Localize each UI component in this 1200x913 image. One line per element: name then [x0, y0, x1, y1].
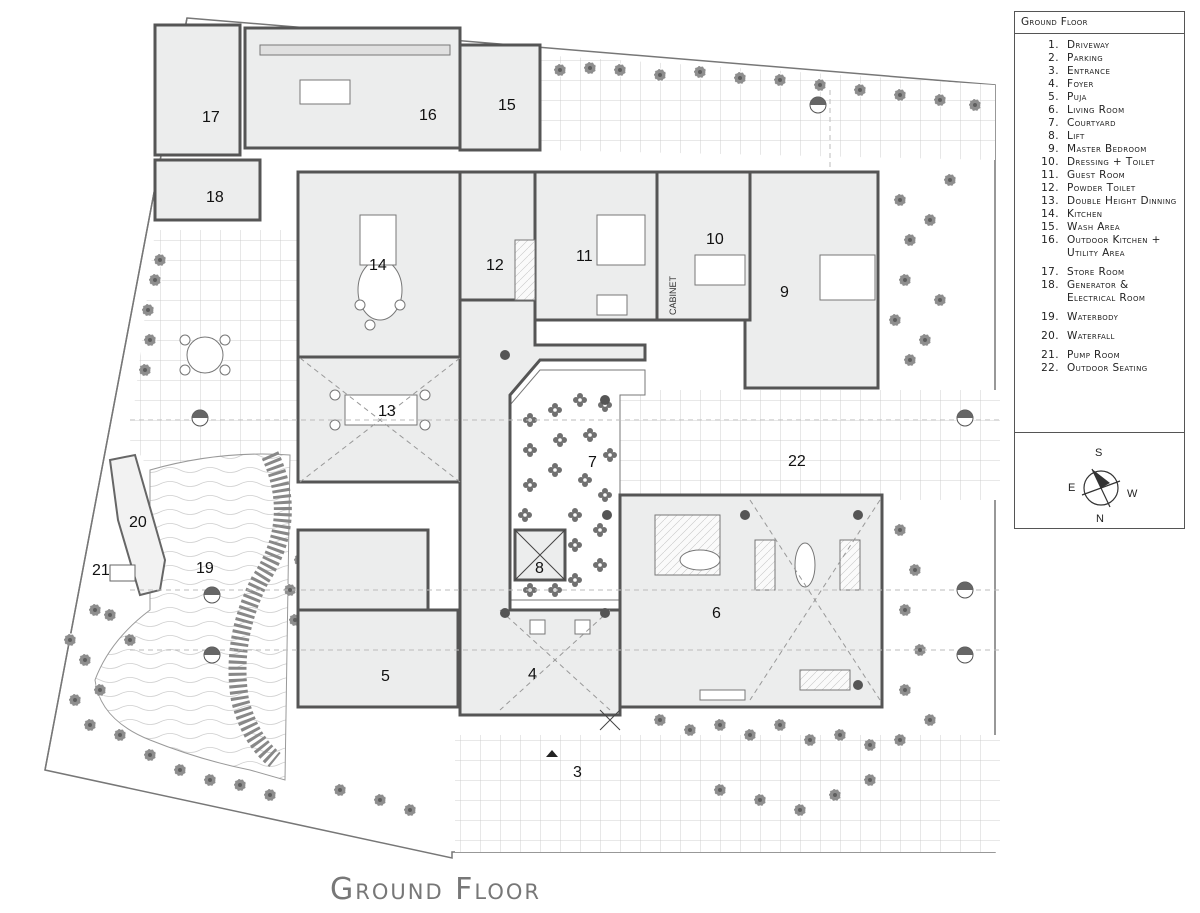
- legend-title: Ground Floor: [1015, 12, 1184, 34]
- fixtures: [179, 44, 876, 701]
- pump-room: [109, 564, 136, 582]
- label-10: 10: [706, 231, 724, 248]
- cabinet-text: CABINET: [668, 275, 678, 315]
- label-9: 9: [780, 284, 789, 301]
- label-4: 4: [528, 666, 537, 683]
- legend-item: 3.Entrance: [1048, 65, 1111, 77]
- legend-item: 22.Outdoor Seating: [1041, 362, 1148, 374]
- legend-item: 4.Foyer: [1048, 78, 1094, 90]
- legend-item: 10.Dressing + Toilet: [1041, 156, 1155, 168]
- columns: [500, 350, 863, 690]
- legend-item: 21.Pump Room: [1041, 349, 1121, 361]
- master-bedroom: [743, 170, 880, 390]
- legend-item: 11.Guest Room: [1041, 169, 1126, 181]
- compass-icon: [1081, 468, 1121, 508]
- legend: Ground Floor 1.Driveway 2.Parking 3.Entr…: [1014, 11, 1185, 529]
- legend-list: 1.Driveway 2.Parking 3.Entrance 4.Foyer …: [1015, 34, 1184, 375]
- stairs: [296, 528, 430, 612]
- label-19: 19: [196, 560, 214, 577]
- compass-e: E: [1068, 482, 1076, 494]
- compass: S E W N: [1015, 433, 1184, 528]
- label-6: 6: [712, 605, 721, 622]
- legend-item: 7.Courtyard: [1048, 117, 1116, 129]
- ground-floor-plan: CABINET 17 18 16 15 14 12 11 10 9 13 7 2…: [44, 17, 1000, 859]
- compass-n: N: [1096, 513, 1104, 525]
- label-22: 22: [788, 453, 806, 470]
- legend-item: 2.Parking: [1048, 52, 1104, 64]
- legend-item: 9.Master Bedroom: [1048, 143, 1147, 155]
- legend-item: 19.Waterbody: [1041, 311, 1119, 323]
- label-13: 13: [378, 403, 396, 420]
- legend-item: 16.Outdoor Kitchen + Utility Area: [1041, 234, 1161, 259]
- legend-item: 18.Generator & Electrical Room: [1041, 279, 1146, 304]
- legend-item: 13.Double Height Dinning: [1041, 195, 1177, 207]
- paving: [130, 55, 1000, 852]
- label-21: 21: [92, 562, 110, 579]
- legend-item: 15.Wash Area: [1041, 221, 1121, 233]
- label-15: 15: [498, 97, 516, 114]
- label-7: 7: [588, 454, 597, 471]
- label-12: 12: [486, 257, 504, 274]
- label-16: 16: [419, 107, 437, 124]
- compass-w: W: [1127, 488, 1138, 500]
- compass-s: S: [1095, 447, 1103, 459]
- label-14: 14: [369, 257, 387, 274]
- legend-item: 5.Puja: [1048, 91, 1087, 103]
- label-17: 17: [202, 109, 220, 126]
- drawing-title: Ground Floor: [330, 872, 542, 907]
- legend-divider: [1015, 432, 1184, 433]
- legend-item: 14.Kitchen: [1041, 208, 1103, 220]
- legend-item: 17.Store Room: [1041, 266, 1125, 278]
- stepping-path: [228, 451, 292, 768]
- entrance-arrow: [546, 750, 558, 757]
- legend-item: 8.Lift: [1048, 130, 1085, 142]
- generator-room: [153, 158, 262, 222]
- label-3: 3: [573, 764, 582, 781]
- double-height-lines: [130, 90, 1000, 731]
- legend-item: 1.Driveway: [1048, 39, 1110, 51]
- puja: [296, 608, 460, 709]
- room-labels: 17 18 16 15 14 12 11 10 9 13 7 22 20 19 …: [92, 97, 806, 781]
- label-5: 5: [381, 668, 390, 685]
- wash-area: [458, 43, 542, 152]
- legend-item: 6.Living Room: [1048, 104, 1125, 116]
- label-20: 20: [129, 514, 147, 531]
- legend-item: 20.Waterfall: [1041, 330, 1115, 342]
- store-room: [153, 23, 242, 157]
- label-11: 11: [576, 248, 593, 265]
- label-8: 8: [535, 560, 544, 577]
- label-18: 18: [206, 189, 224, 206]
- legend-item: 12.Powder Toilet: [1041, 182, 1136, 194]
